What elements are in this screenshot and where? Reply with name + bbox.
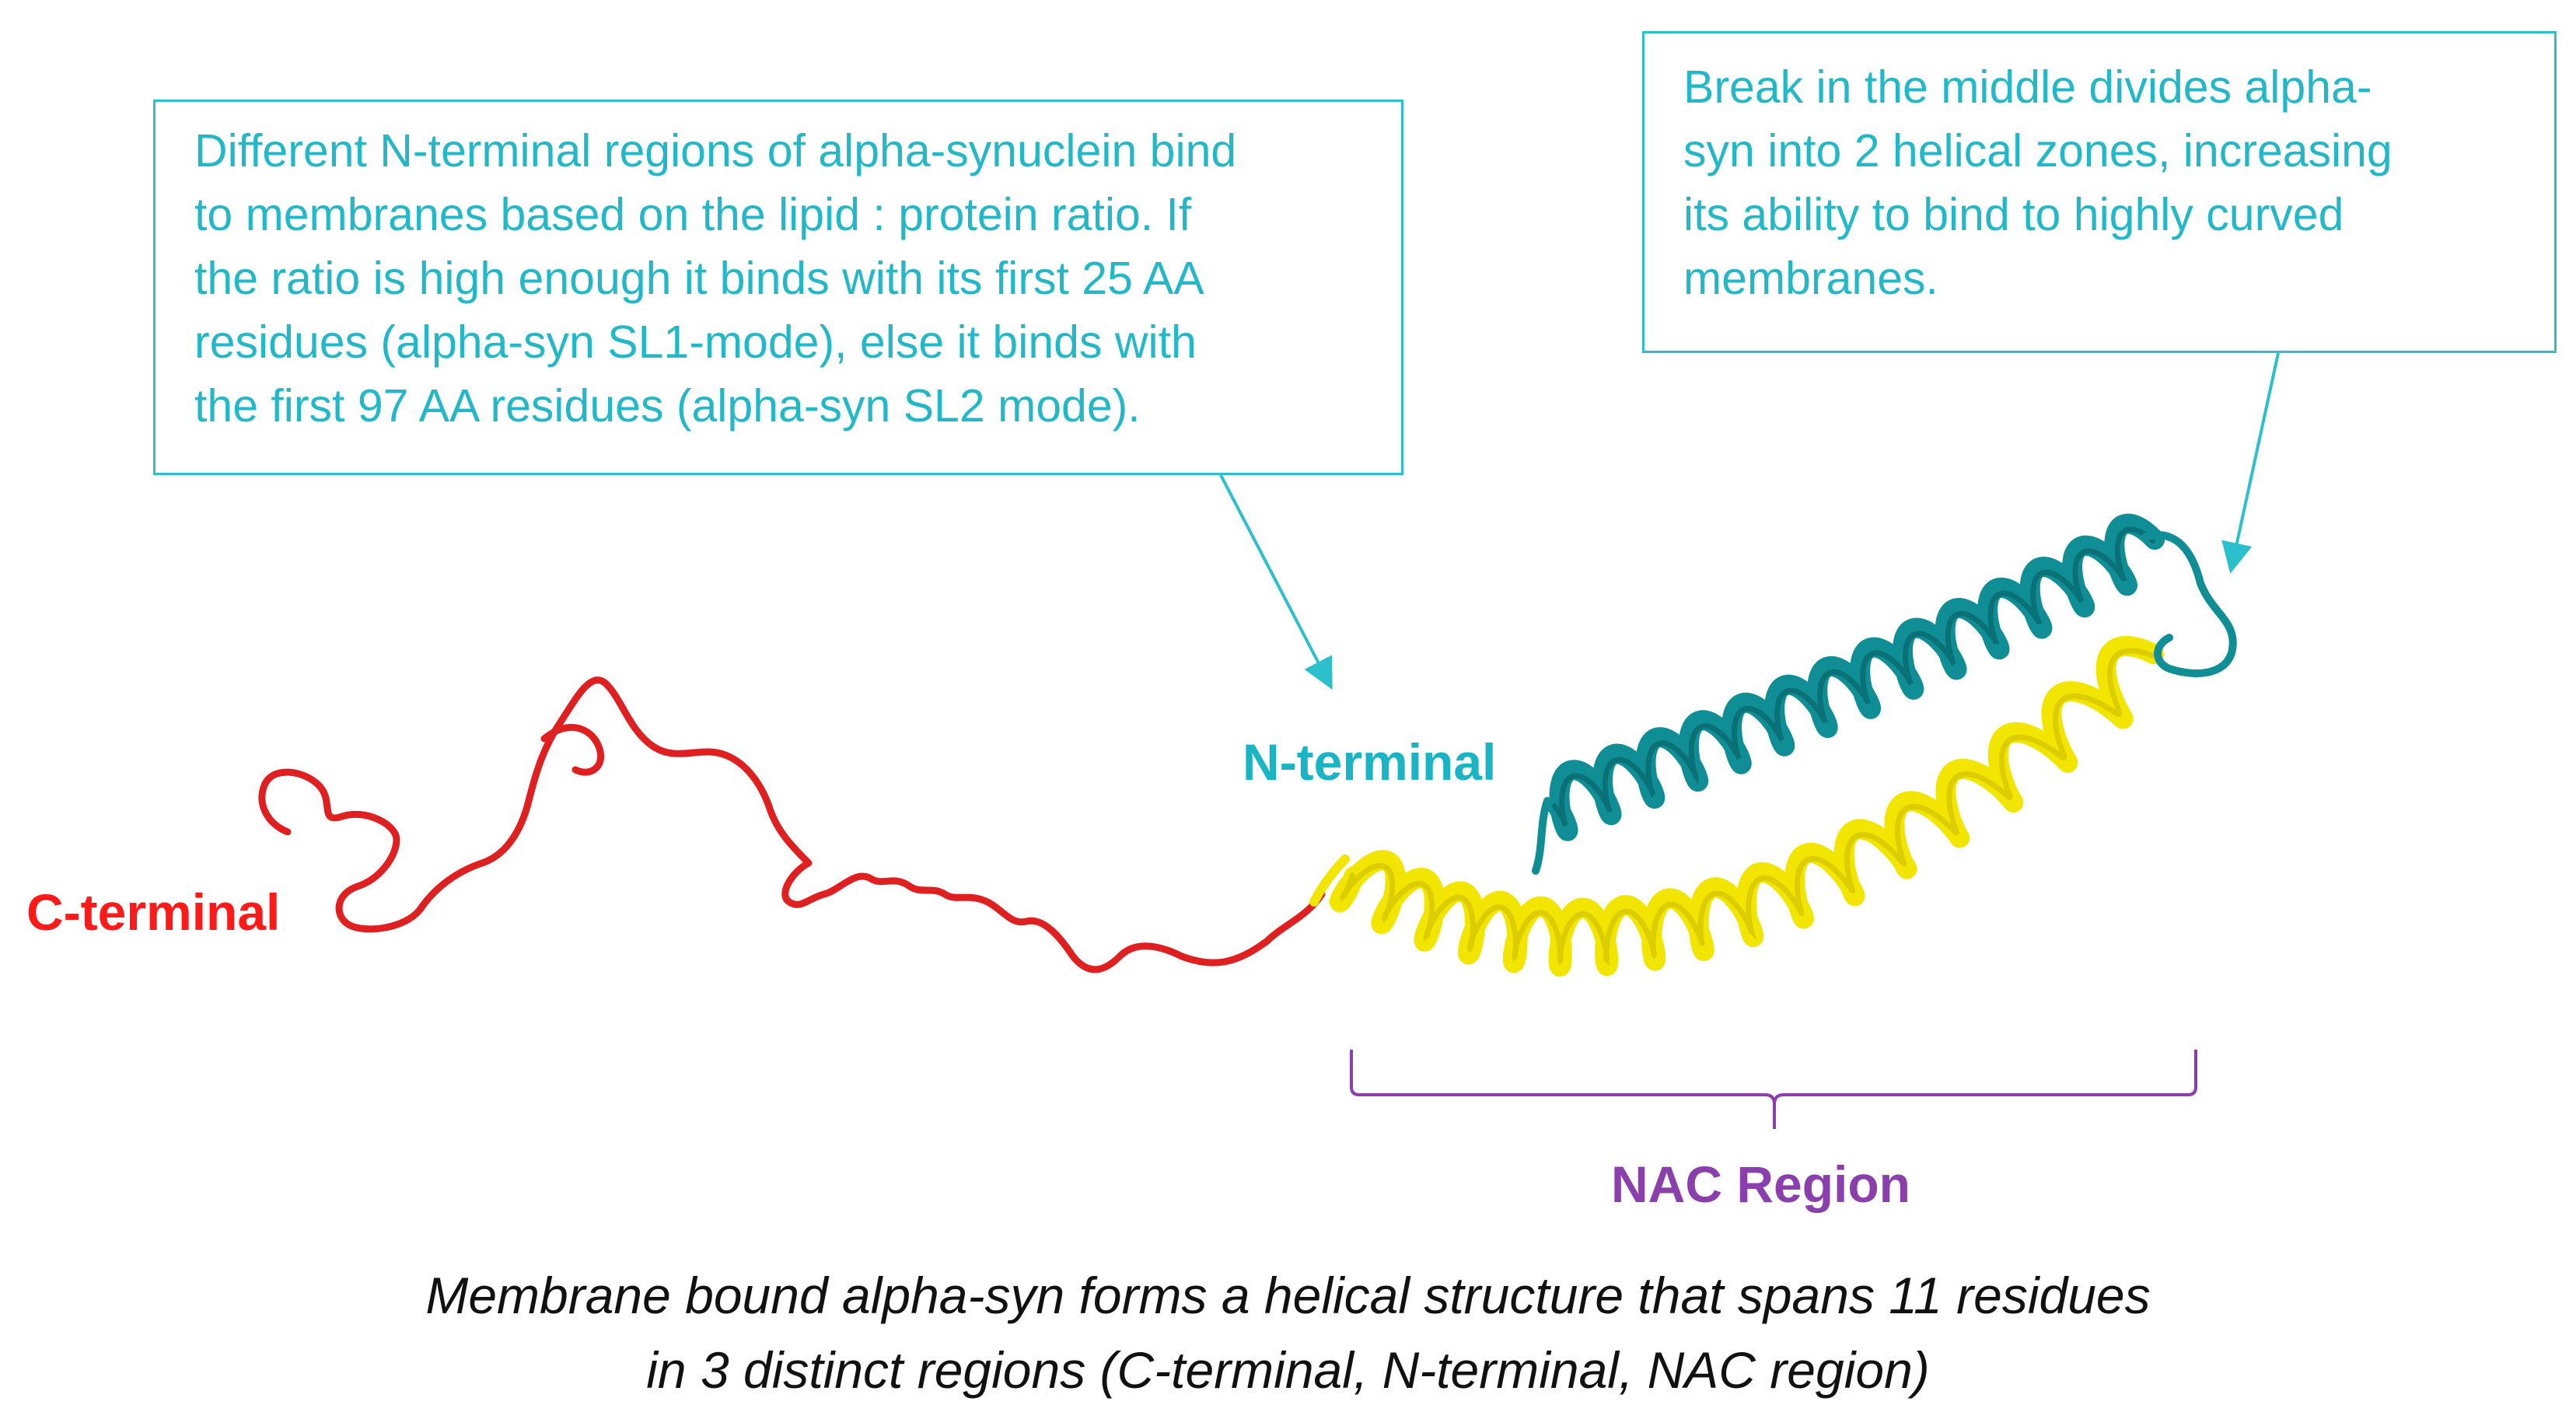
callout-line: residues (alpha-syn SL1-mode), else it b…	[194, 316, 1197, 368]
callout-line: Break in the middle divides alpha-	[1683, 61, 2372, 113]
callout-line: syn into 2 helical zones, increasing	[1683, 125, 2392, 177]
callout-line: membranes.	[1683, 253, 1938, 304]
nac-bracket	[1350, 1050, 2197, 1129]
caption-line-2: in 3 distinct regions (C-terminal, N-ter…	[646, 1341, 1930, 1399]
caption-line-1: Membrane bound alpha-syn forms a helical…	[425, 1267, 2151, 1324]
figure-caption: Membrane bound alpha-syn forms a helical…	[0, 1258, 2576, 1407]
c-terminal-label: C-terminal	[26, 883, 281, 941]
helix-break-loop	[2142, 531, 2237, 677]
callout-line: the ratio is high enough it binds with i…	[194, 253, 1204, 304]
callout-line: to membranes based on the lipid : protei…	[194, 189, 1192, 240]
helix-break-callout: Break in the middle divides alpha- syn i…	[1642, 31, 2557, 353]
n-terminal-label: N-terminal	[1243, 733, 1497, 791]
nac-region-label: NAC Region	[1611, 1155, 1910, 1213]
callout-left-arrow	[1219, 474, 1333, 690]
callout-line: Different N-terminal regions of alpha-sy…	[194, 125, 1237, 177]
c-terminal-coil-loop	[540, 724, 605, 776]
c-terminal-coil	[258, 676, 1326, 973]
n-terminal-helix-shading	[1551, 526, 2156, 827]
helix-connector	[1309, 855, 1350, 907]
nac-helix-shading	[1340, 648, 2155, 966]
callout-line: the first 97 AA residues (alpha-syn SL2 …	[194, 380, 1141, 432]
n-terminal-binding-callout: Different N-terminal regions of alpha-sy…	[153, 100, 1403, 475]
callout-right-arrow	[2221, 352, 2280, 574]
n-terminal-tail	[1532, 797, 1551, 875]
callout-line: its ability to bind to highly curved	[1683, 189, 2344, 240]
